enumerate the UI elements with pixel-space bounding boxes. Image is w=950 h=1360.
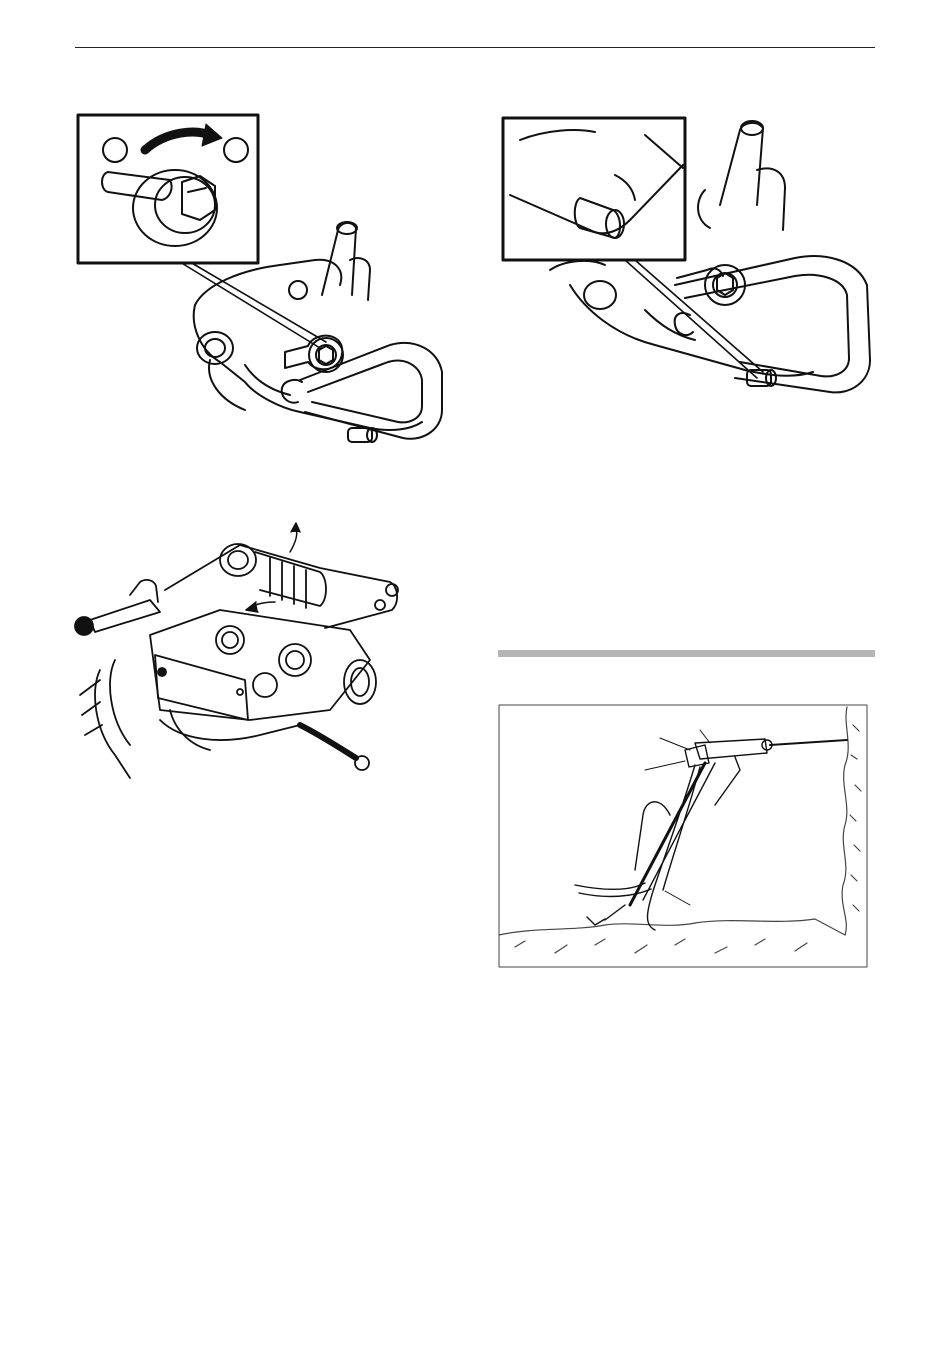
figure-control-valve-levers xyxy=(70,520,410,790)
rock-drill xyxy=(575,739,772,930)
inset-wrench-detail xyxy=(78,115,258,263)
figure-wrench-tightening-bolt xyxy=(70,110,460,465)
control-valve-assembly xyxy=(75,544,398,778)
figure-retaining-pin-detail xyxy=(495,110,885,410)
inset-leader-lines xyxy=(625,260,763,378)
inset-leader-lines xyxy=(180,262,326,348)
ground-surface xyxy=(499,919,845,953)
inset-pin-detail xyxy=(503,118,685,260)
section-divider xyxy=(498,650,875,657)
page-top-rule xyxy=(75,47,875,48)
rock-wall xyxy=(842,707,861,935)
figure-drill-rig-setup xyxy=(495,695,875,975)
